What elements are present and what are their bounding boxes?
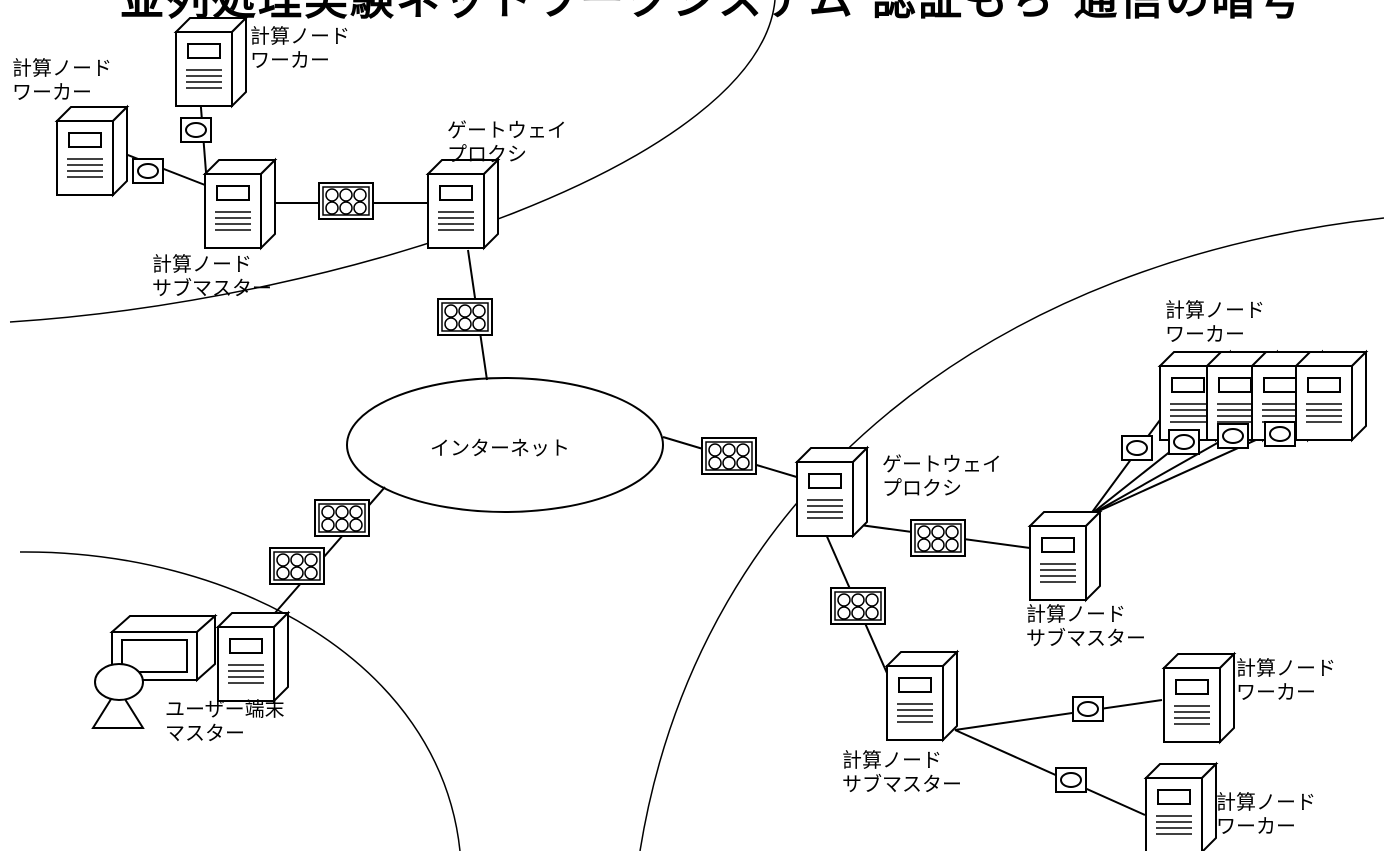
multi-encryption-icon [318, 182, 374, 220]
region-boundary-top [9, 0, 776, 323]
server-icon [1145, 763, 1217, 851]
single-encryption-icon [1072, 696, 1104, 722]
single-encryption-icon [132, 158, 164, 184]
single-encryption-icon [180, 117, 212, 143]
multi-encryption-icon [314, 499, 370, 537]
single-encryption-icon [1055, 767, 1087, 793]
server-icon [56, 106, 128, 196]
single-encryption-icon [1217, 423, 1249, 449]
server-icon [1163, 653, 1235, 743]
label-submaster-top: 計算ノード サブマスター [152, 252, 272, 300]
server-icon [427, 159, 499, 249]
label-submaster-right2: 計算ノード サブマスター [842, 748, 962, 796]
server-icon [204, 159, 276, 249]
server-icon [886, 651, 958, 741]
single-encryption-icon [1121, 435, 1153, 461]
multi-encryption-icon [830, 587, 886, 625]
label-gateway-right: ゲートウェイ プロクシ [882, 452, 1002, 500]
server-icon [217, 612, 289, 702]
region-boundary-right [639, 217, 1384, 851]
label-worker-top1: 計算ノード ワーカー [12, 56, 112, 104]
server-icon [796, 447, 868, 537]
label-worker-right1: 計算ノード ワーカー [1236, 656, 1336, 704]
label-worker-group: 計算ノード ワーカー [1165, 298, 1265, 346]
internet-cloud [346, 377, 664, 513]
label-gateway-top: ゲートウェイ プロクシ [447, 118, 567, 166]
label-worker-right2: 計算ノード ワーカー [1216, 790, 1316, 838]
label-worker-top2: 計算ノード ワーカー [250, 24, 350, 72]
label-submaster-right1: 計算ノード サブマスター [1026, 602, 1146, 650]
label-master: ユーザー端末 マスター [165, 697, 285, 745]
server-icon [1295, 351, 1367, 441]
server-icon [1029, 511, 1101, 601]
single-encryption-icon [1264, 421, 1296, 447]
multi-encryption-icon [701, 437, 757, 475]
multi-encryption-icon [269, 547, 325, 585]
multi-encryption-icon [910, 519, 966, 557]
multi-encryption-icon [437, 298, 493, 336]
region-boundary-left [19, 551, 461, 851]
server-icon [175, 17, 247, 107]
single-encryption-icon [1168, 429, 1200, 455]
user-terminal-icon [91, 613, 218, 729]
internet-label: インターネット [430, 436, 570, 460]
